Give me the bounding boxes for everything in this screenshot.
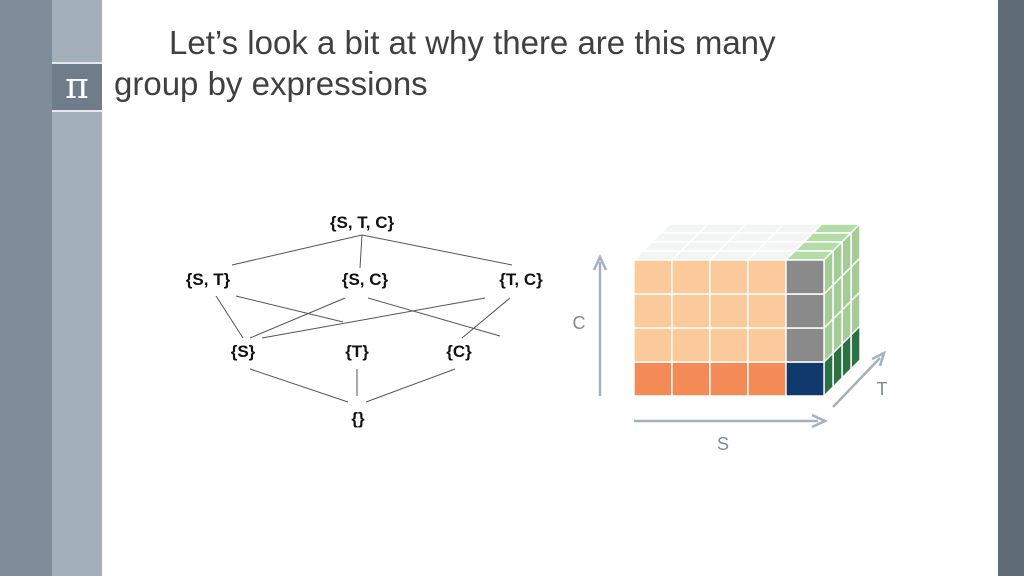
s-axis-arrow-icon: [811, 413, 828, 429]
lattice-edge-stc-st: [231, 234, 363, 266]
s-axis-label: S: [717, 434, 729, 454]
cube-cell-front: [633, 259, 673, 295]
lattice-edge-tc-c: [461, 297, 511, 339]
t-axis-label: T: [877, 379, 888, 399]
cube-cell-front: [671, 327, 711, 363]
cube-cell-front: [747, 293, 787, 329]
right-band: [998, 0, 1024, 576]
cube-cell-front: [633, 361, 673, 397]
c-axis-arrow-icon: [592, 254, 608, 271]
lattice-edge-s-empty: [249, 368, 349, 403]
cube-cell-front: [785, 327, 825, 363]
slide-title-line-2: group by expressions: [114, 65, 428, 102]
cube-axes: C S T: [573, 254, 888, 454]
cube-cell-front: [709, 293, 749, 329]
cube-cell-front: [671, 293, 711, 329]
pi-logo-icon: π: [52, 62, 102, 112]
cube-cell-front: [747, 327, 787, 363]
node-tc: {T, C}: [499, 270, 543, 289]
lattice-edge-st-s: [215, 295, 244, 339]
groupby-lattice: {S, T, C} {S, T} {S, C} {T, C} {S} {T} {…: [186, 213, 543, 428]
lattice-edge-sc-s: [249, 297, 346, 339]
lattice-edge-stc-tc: [361, 234, 513, 266]
t-axis-line: [832, 357, 881, 408]
slide-title: Let’s look a bit at why there are this m…: [114, 22, 914, 104]
lattice-edge-st-t: [235, 295, 344, 323]
lattice-edge-tc-t: [261, 297, 486, 339]
cube-cell-front: [671, 259, 711, 295]
node-empty: {}: [351, 409, 365, 428]
node-st: {S, T}: [186, 270, 231, 289]
cube-cell-front: [709, 259, 749, 295]
cube-cell-front: [633, 327, 673, 363]
cube-cell-front: [671, 361, 711, 397]
cube-cell-front: [785, 293, 825, 329]
lattice-edge-stc-sc: [359, 234, 363, 269]
slide-title-line-1: Let’s look a bit at why there are this m…: [169, 24, 776, 61]
cube-cell-front: [709, 327, 749, 363]
c-axis-label: C: [573, 313, 586, 333]
cube-cell-front: [785, 361, 825, 397]
cube-cell-front: [709, 361, 749, 397]
cube-cell-front: [785, 259, 825, 295]
cube-cell-front: [633, 293, 673, 329]
node-sc: {S, C}: [342, 270, 389, 289]
left-band-dark: [0, 0, 52, 576]
cube-cell-front: [747, 361, 787, 397]
t-axis-arrow-icon: [871, 350, 887, 367]
lattice-edge-sc-c: [367, 297, 501, 337]
node-t: {T}: [345, 342, 369, 361]
lattice-edge-c-empty: [365, 368, 456, 403]
node-s: {S}: [231, 342, 256, 361]
cube-cell-front: [747, 259, 787, 295]
data-cube: [633, 223, 861, 397]
node-c: {C}: [446, 342, 472, 361]
node-stc: {S, T, C}: [330, 213, 395, 232]
